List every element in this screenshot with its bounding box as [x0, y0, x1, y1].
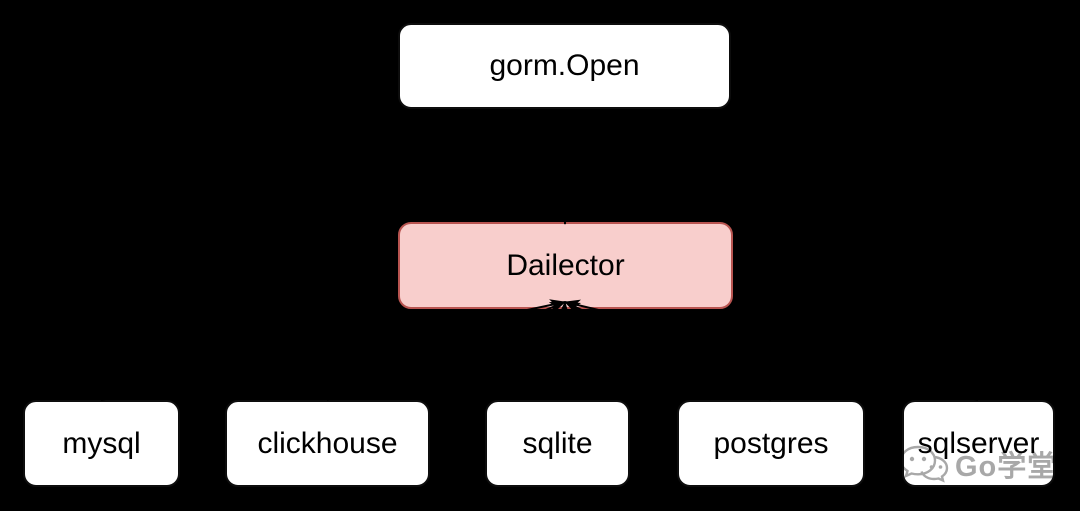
edge-sqlserver-to-dailector	[564, 299, 979, 401]
node-dailector: Dailector	[398, 222, 733, 309]
edge-postgres-to-dailector	[564, 301, 772, 401]
node-sqlite-label: sqlite	[522, 426, 593, 460]
node-mysql: mysql	[23, 400, 180, 487]
node-gorm-open-label: gorm.Open	[489, 49, 640, 82]
node-sqlite: sqlite	[485, 400, 630, 487]
node-sqlserver-label: sqlserver	[917, 426, 1040, 460]
edge-mysql-to-dailector	[100, 299, 566, 401]
node-clickhouse-label: clickhouse	[257, 426, 398, 460]
node-dailector-label: Dailector	[506, 248, 625, 282]
node-postgres-label: postgres	[713, 426, 829, 460]
node-clickhouse: clickhouse	[225, 400, 430, 487]
node-postgres: postgres	[677, 400, 865, 487]
node-mysql-label: mysql	[62, 426, 141, 460]
node-sqlserver: sqlserver	[902, 400, 1055, 487]
node-gorm-open: gorm.Open	[398, 23, 731, 109]
edge-sqlite-to-dailector	[556, 301, 570, 401]
edge-clickhouse-to-dailector	[326, 301, 566, 401]
